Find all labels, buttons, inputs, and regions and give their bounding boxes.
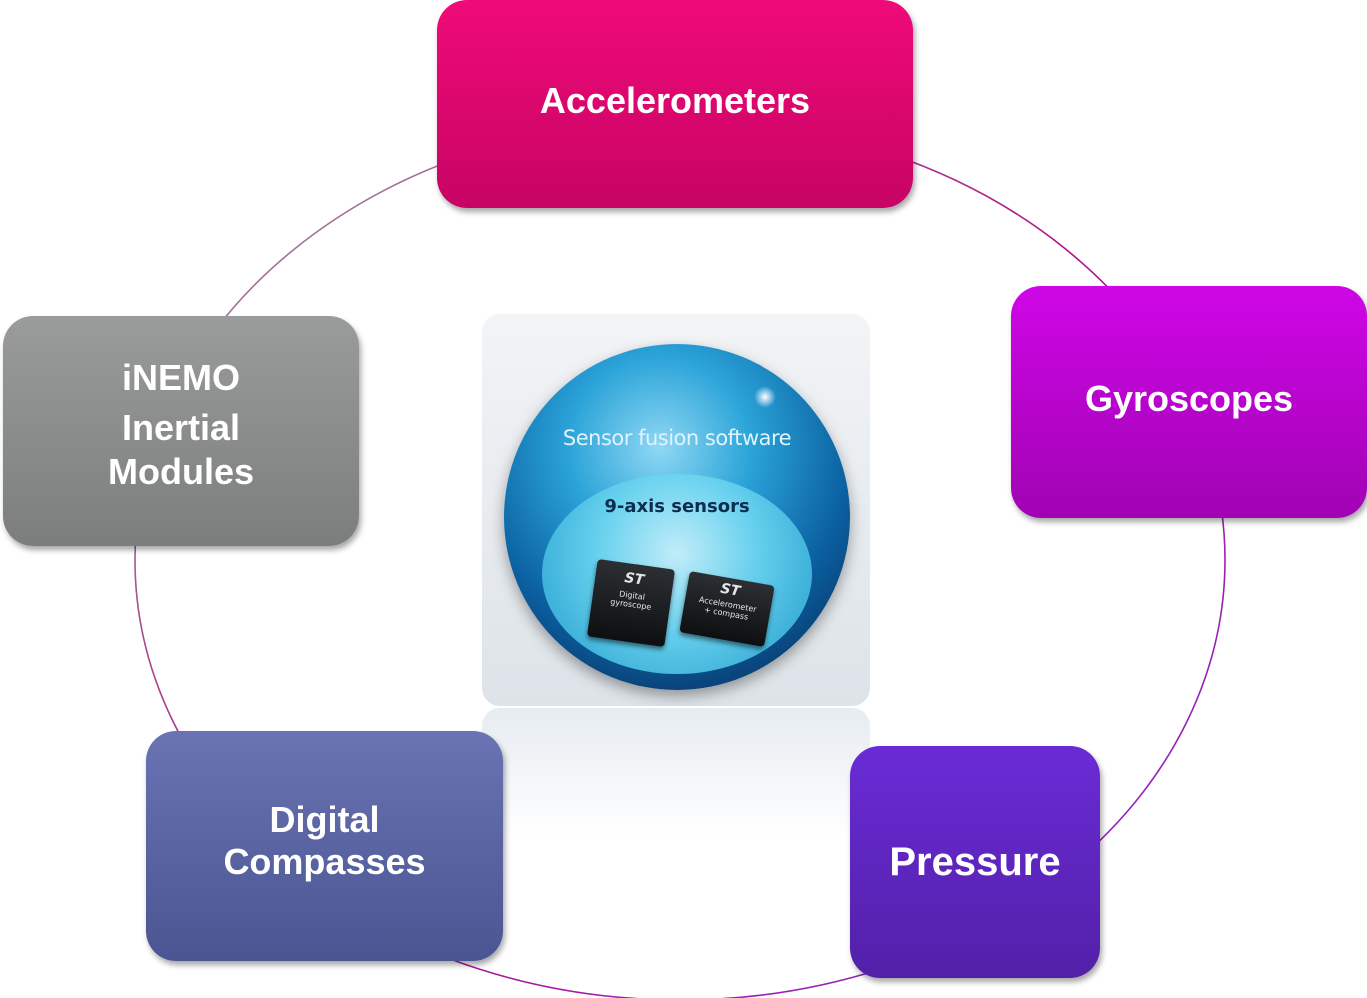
sphere-subtitle: 9-axis sensors	[604, 496, 750, 517]
node-inemo-inertial-modules: iNEMO Inertial Modules	[3, 316, 359, 546]
sphere-highlight	[754, 386, 776, 408]
node-label: Pressure	[889, 839, 1061, 884]
node-pressure: Pressure	[850, 746, 1100, 978]
node-gyroscopes: Gyroscopes	[1011, 286, 1367, 518]
gyroscope-chip: ST Digital gyroscope	[586, 558, 676, 648]
node-label-line-3: Modules	[107, 451, 254, 492]
sphere-inner-glow	[542, 474, 812, 674]
sphere-title: Sensor fusion software	[562, 426, 792, 450]
node-accelerometers: Accelerometers	[437, 0, 913, 208]
node-label-line-2: Compasses	[223, 841, 426, 882]
sensor-fusion-image: Sensor fusion software 9-axis sensors ST…	[482, 314, 870, 706]
sphere-graphic: Sensor fusion software 9-axis sensors ST…	[504, 344, 850, 690]
node-label-line-2: Inertial	[121, 407, 241, 448]
node-digital-compasses: Digital Compasses	[146, 731, 503, 961]
node-label-line-1: Digital	[269, 799, 380, 840]
node-label: Gyroscopes	[1084, 378, 1294, 419]
center-image-reflection	[482, 708, 870, 838]
node-label: Accelerometers	[539, 80, 811, 121]
node-label-line-1: iNEMO	[121, 357, 240, 398]
st-logo: ST	[623, 569, 646, 589]
chip-label-line: gyroscope	[609, 597, 652, 612]
